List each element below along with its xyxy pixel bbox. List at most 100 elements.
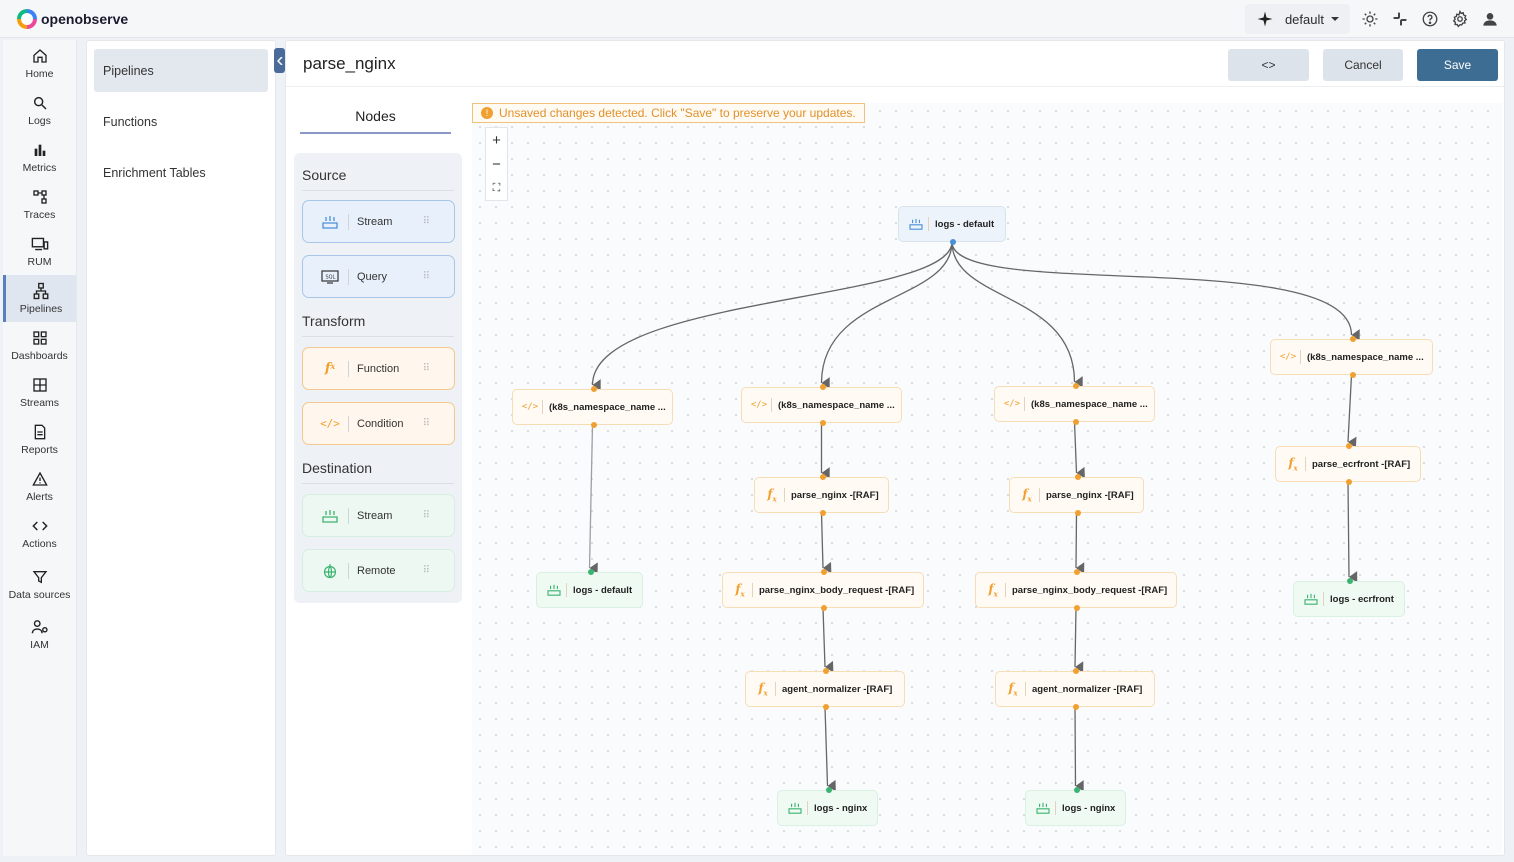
output-handle[interactable] — [819, 510, 826, 516]
input-handle[interactable] — [1349, 336, 1356, 342]
submenu-pipelines[interactable]: Pipelines — [94, 49, 268, 92]
pipeline-node-cond[interactable]: </>(k8s_namespace_name ... — [994, 383, 1155, 425]
output-handle[interactable] — [821, 605, 827, 611]
graph-edge[interactable] — [820, 241, 953, 389]
pipeline-node-dst[interactable]: logs - ecrfront — [1293, 578, 1405, 617]
input-handle[interactable] — [821, 569, 827, 575]
palette-source-stream[interactable]: Stream ⠿ — [302, 200, 455, 243]
graph-edge[interactable] — [951, 241, 1083, 388]
nav-item-rum[interactable]: RUM — [3, 228, 76, 275]
palette-source-query[interactable]: SQL Query ⠿ — [302, 255, 455, 298]
drag-handle-icon[interactable]: ⠿ — [422, 418, 430, 429]
input-handle[interactable] — [1074, 474, 1081, 480]
pipeline-node-dst[interactable]: logs - default — [536, 569, 643, 608]
logo[interactable]: openobserve — [17, 8, 128, 29]
input-handle[interactable] — [1072, 383, 1079, 389]
pipeline-node-cond[interactable]: </>(k8s_namespace_name ... — [741, 384, 902, 426]
pipeline-node-cond[interactable]: </>(k8s_namespace_name ... — [1270, 336, 1433, 378]
nav-item-metrics[interactable]: Metrics — [3, 134, 76, 181]
graph-edge[interactable] — [820, 512, 832, 574]
submenu-functions[interactable]: Functions — [103, 114, 158, 129]
palette-transform-condition[interactable]: </> Condition ⠿ — [302, 402, 455, 445]
nav-item-iam[interactable]: IAM — [3, 611, 76, 658]
nav-item-streams[interactable]: Streams — [3, 369, 76, 416]
fit-view-button[interactable]: ⛶ — [492, 181, 501, 194]
output-handle[interactable] — [823, 704, 829, 710]
slack-icon[interactable] — [1390, 9, 1410, 29]
graph-edge[interactable] — [1075, 512, 1085, 574]
drag-handle-icon[interactable]: ⠿ — [422, 510, 430, 521]
ai-sparkle-icon[interactable] — [1255, 9, 1275, 29]
output-handle[interactable] — [1074, 605, 1080, 611]
input-handle[interactable] — [1073, 668, 1079, 674]
graph-edge[interactable] — [588, 424, 598, 575]
output-handle[interactable] — [950, 239, 956, 245]
input-handle[interactable] — [1074, 569, 1080, 575]
pipeline-node-dst[interactable]: logs - nginx — [777, 787, 878, 826]
drag-handle-icon[interactable]: ⠿ — [422, 565, 430, 576]
tab-nodes[interactable]: Nodes — [300, 99, 451, 134]
nav-item-home[interactable]: Home — [3, 40, 76, 87]
output-handle[interactable] — [1346, 479, 1352, 485]
input-handle[interactable] — [590, 386, 597, 392]
settings-gear-icon[interactable] — [1450, 9, 1470, 29]
drag-handle-icon[interactable]: ⠿ — [422, 271, 430, 282]
nav-item-logs[interactable]: Logs — [3, 87, 76, 134]
org-selector[interactable]: default — [1285, 12, 1340, 27]
graph-edge[interactable] — [1074, 607, 1084, 673]
output-handle[interactable] — [1074, 510, 1081, 516]
graph-edge[interactable] — [1347, 374, 1357, 449]
json-view-button[interactable]: <> — [1228, 49, 1309, 81]
pipeline-node-dst[interactable]: logs - nginx — [1025, 787, 1126, 826]
graph-edge[interactable] — [822, 607, 834, 673]
input-handle[interactable] — [1073, 787, 1080, 793]
output-handle[interactable] — [1073, 704, 1079, 710]
cancel-button[interactable]: Cancel — [1323, 49, 1403, 81]
zoom-in-button[interactable]: + — [492, 131, 501, 149]
save-button[interactable]: Save — [1417, 49, 1498, 81]
graph-edge[interactable] — [824, 706, 836, 792]
input-handle[interactable] — [819, 384, 826, 390]
graph-edge[interactable] — [591, 241, 953, 391]
submenu-enrichment-tables[interactable]: Enrichment Tables — [103, 165, 206, 180]
nav-item-traces[interactable]: Traces — [3, 181, 76, 228]
graph-edge[interactable] — [1073, 421, 1085, 479]
output-handle[interactable] — [590, 422, 597, 428]
input-handle[interactable] — [1347, 578, 1353, 584]
zoom-out-button[interactable]: − — [492, 155, 501, 173]
drag-handle-icon[interactable]: ⠿ — [422, 216, 430, 227]
palette-destination-stream[interactable]: Stream ⠿ — [302, 494, 455, 537]
nav-item-actions[interactable]: Actions — [3, 510, 76, 557]
theme-toggle-icon[interactable] — [1360, 9, 1380, 29]
nav-item-reports[interactable]: Reports — [3, 416, 76, 463]
output-handle[interactable] — [1072, 419, 1079, 425]
graph-edge[interactable] — [1074, 706, 1084, 792]
nav-item-pipelines[interactable]: Pipelines — [3, 275, 76, 322]
palette-destination-remote[interactable]: Remote ⠿ — [302, 549, 455, 592]
input-handle[interactable] — [823, 668, 829, 674]
pipeline-node-src[interactable]: logs - default — [898, 206, 1006, 245]
graph-edge[interactable] — [1347, 481, 1358, 583]
help-icon[interactable] — [1420, 9, 1440, 29]
input-handle[interactable] — [819, 474, 826, 480]
nav-item-alerts[interactable]: Alerts — [3, 463, 76, 510]
input-handle[interactable] — [825, 787, 832, 793]
pipeline-node-cond[interactable]: </>(k8s_namespace_name ... — [512, 386, 673, 428]
output-handle[interactable] — [1349, 372, 1356, 378]
collapse-submenu-button[interactable] — [274, 48, 285, 73]
nav-item-dashboards[interactable]: Dashboards — [3, 322, 76, 369]
input-handle[interactable] — [587, 569, 594, 575]
input-handle[interactable] — [1346, 443, 1352, 449]
output-handle[interactable] — [819, 420, 826, 426]
pipeline-canvas[interactable]: ! Unsaved changes detected. Click "Save"… — [472, 103, 1502, 855]
drag-handle-icon[interactable]: ⠿ — [422, 363, 430, 374]
nav-item-data-sources[interactable]: Data sources — [3, 557, 76, 611]
